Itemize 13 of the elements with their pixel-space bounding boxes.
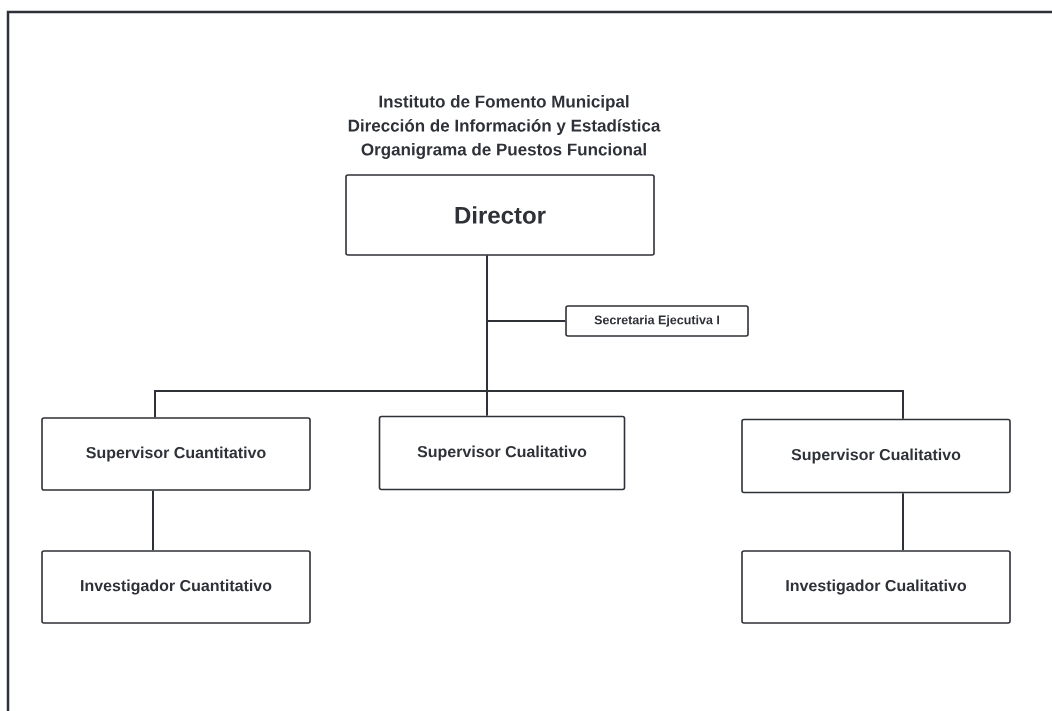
title: Instituto de Fomento Municipal [379,95,629,111]
position-box: Supervisor Cualitativo [378,415,626,491]
subtitle: Dirección de Información y Estadística [348,119,661,135]
position-box: Director [345,174,655,256]
position-box: Investigador Cuantitativo [41,550,311,624]
connector-line [486,254,904,420]
position-box: Investigador Cualitativo [741,550,1011,624]
position-box: Supervisor Cualitativo [741,418,1011,494]
connector-line [902,492,904,552]
connector-line [152,489,154,552]
position-box: Secretaria Ejecutiva I [565,305,749,337]
position-box: Supervisor Cuantitativo [41,417,311,491]
subtitle: Organigrama de Puestos Funcional [361,143,646,159]
